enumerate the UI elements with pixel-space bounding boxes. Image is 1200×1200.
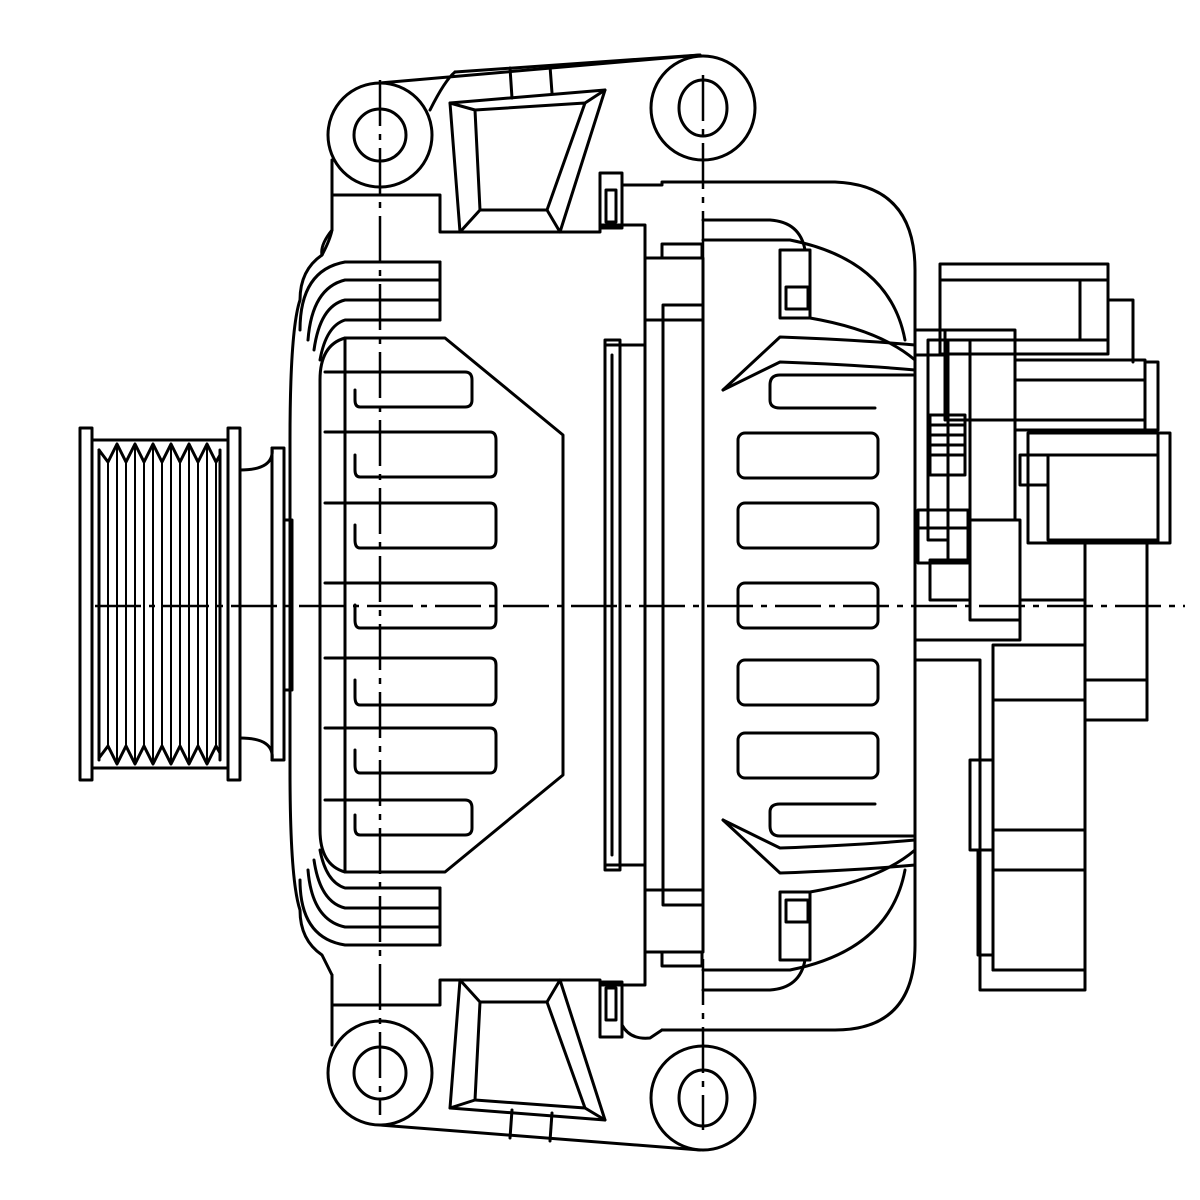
vent-bottom-inner bbox=[473, 1000, 587, 1110]
center-lines bbox=[95, 75, 1185, 1130]
pulley-groove-lines bbox=[107, 443, 217, 765]
shaft-collar bbox=[282, 518, 294, 692]
pulley bbox=[78, 426, 294, 782]
pulley-outer-flange-right bbox=[226, 426, 242, 782]
front-vent-slots bbox=[323, 370, 498, 837]
vent-top-inner bbox=[473, 101, 587, 212]
front-housing bbox=[288, 53, 702, 1152]
pulley-outer-flange-left bbox=[78, 426, 94, 782]
drawing-lines bbox=[78, 53, 1172, 1152]
pulley-hub bbox=[238, 446, 274, 762]
pulley-spacer bbox=[270, 446, 286, 762]
regulator-assembly bbox=[913, 262, 1172, 992]
rear-housing bbox=[620, 54, 917, 1152]
regulator-body bbox=[991, 643, 1087, 972]
